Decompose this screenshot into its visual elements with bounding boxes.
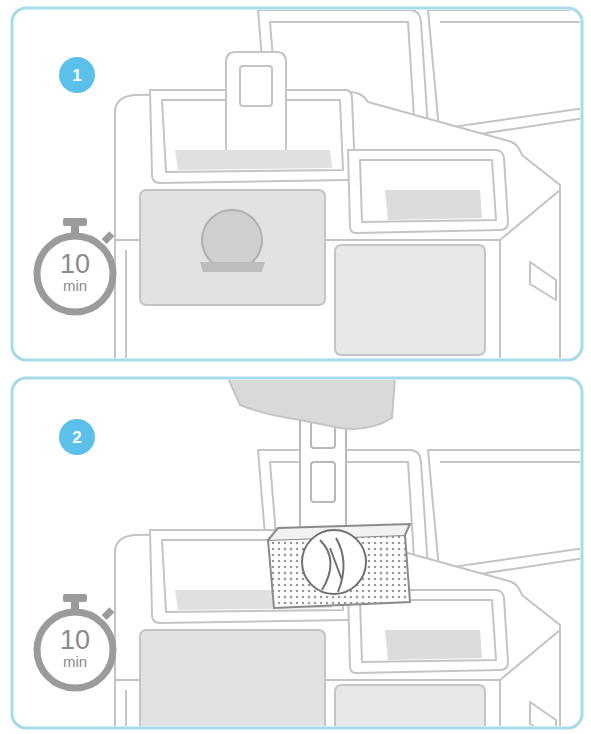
timer-unit: min	[63, 278, 87, 293]
device-outline	[115, 450, 580, 726]
wash-device	[115, 380, 580, 726]
step-badge: 2	[59, 419, 95, 455]
device-outline	[115, 10, 580, 358]
part-detail	[320, 538, 344, 592]
timer-value: 10	[60, 627, 90, 654]
platform-column	[226, 52, 286, 150]
hand	[228, 380, 395, 429]
stopwatch-side-button	[102, 607, 115, 620]
column-window	[240, 66, 272, 106]
stopwatch-side-button	[102, 231, 115, 244]
stopwatch-button	[63, 594, 87, 602]
stopwatch-button	[63, 218, 87, 226]
stopwatch-face	[37, 612, 113, 688]
step-badge: 1	[59, 57, 95, 93]
stopwatch-face	[37, 236, 113, 312]
submerged-basket	[200, 262, 265, 272]
wash-device	[115, 10, 580, 358]
column-window	[311, 462, 335, 502]
timer-unit: min	[63, 654, 87, 669]
timer-icon: 10min	[25, 588, 125, 698]
submerged-part	[202, 210, 262, 270]
timer-value: 10	[60, 251, 90, 278]
step-number: 1	[72, 67, 81, 84]
timer-icon: 10min	[25, 212, 125, 322]
wash-basket	[268, 535, 410, 608]
printed-part	[302, 530, 366, 594]
step-number: 2	[72, 429, 81, 446]
